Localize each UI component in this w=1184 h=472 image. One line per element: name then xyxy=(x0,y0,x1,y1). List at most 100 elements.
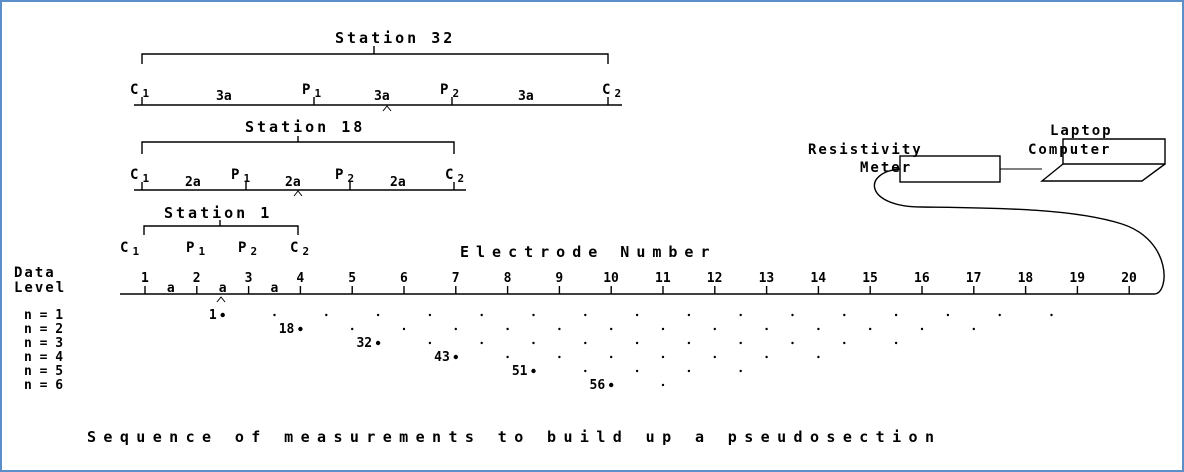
point-n4-6 xyxy=(713,355,716,359)
point-n2-6 xyxy=(558,327,561,331)
electrode-number-11: 11 xyxy=(655,271,671,286)
point-n1-17 xyxy=(1050,313,1053,317)
point-n2-8 xyxy=(661,327,665,331)
point-n2-3 xyxy=(402,327,406,331)
point-n1-2 xyxy=(273,313,276,317)
laptop-label-line1: Laptop xyxy=(1050,123,1113,139)
point-n2-1 xyxy=(298,326,303,332)
station-18-spacing-3: 2a xyxy=(390,175,406,190)
point-n1-1 xyxy=(220,312,225,318)
level-label-n1: n = 1 xyxy=(24,308,63,323)
point-n6-1 xyxy=(609,382,614,388)
resistivity-meter-box xyxy=(899,155,1001,183)
electrode-number-9: 9 xyxy=(555,271,563,286)
point-n1-10 xyxy=(687,313,691,317)
point-n4-7 xyxy=(765,355,768,359)
electrode-number-16: 16 xyxy=(914,271,930,286)
electrode-number-13: 13 xyxy=(759,271,775,286)
point-n3-5 xyxy=(584,341,587,345)
electrode-number-20: 20 xyxy=(1121,271,1137,286)
level-label-n4: n = 4 xyxy=(24,350,63,365)
station-32-spacing-1: 3a xyxy=(216,89,232,104)
point-n3-1 xyxy=(375,340,381,346)
spacing-a-2: a xyxy=(219,281,227,296)
electrode-number-2: 2 xyxy=(193,271,201,286)
point-n5-4 xyxy=(687,369,691,373)
point-n2-10 xyxy=(765,327,768,331)
point-n1-11 xyxy=(739,313,742,317)
station-32-spacing-3: 3a xyxy=(518,89,534,104)
spacing-a-1: a xyxy=(167,281,175,296)
station-18-title: Station 18 xyxy=(245,118,365,136)
point-n1-16 xyxy=(998,313,1001,317)
station-32-spacing-2: 3a xyxy=(374,89,390,104)
point-n6-2 xyxy=(661,383,665,387)
point-n2-13 xyxy=(920,327,924,331)
electrode-number-4: 4 xyxy=(296,271,304,286)
electrode-number-1: 1 xyxy=(141,271,149,286)
point-label-1: 1 xyxy=(209,308,217,323)
point-n3-7 xyxy=(687,341,691,345)
level-labels: n = 1n = 2n = 3n = 4n = 5n = 6 xyxy=(24,308,63,393)
point-label-18: 18 xyxy=(279,322,295,337)
point-n3-4 xyxy=(532,341,535,345)
point-n1-9 xyxy=(635,313,639,317)
point-n3-10 xyxy=(843,341,846,345)
level-label-n5: n = 5 xyxy=(24,364,63,379)
point-n1-13 xyxy=(843,313,846,317)
electrode-number-10: 10 xyxy=(603,271,619,286)
point-n4-2 xyxy=(506,355,509,359)
station-32-title: Station 32 xyxy=(335,29,455,47)
station-32-midpoint-caret xyxy=(382,105,392,112)
point-n4-4 xyxy=(610,355,613,359)
point-n5-5 xyxy=(739,369,742,373)
figure-caption: Sequence of measurements to build up a p… xyxy=(87,428,941,446)
point-n1-4 xyxy=(376,313,380,317)
point-n1-14 xyxy=(894,313,898,317)
point-n1-3 xyxy=(325,313,328,317)
data-level-label-line2: Level xyxy=(14,280,66,296)
station-18-bracket xyxy=(141,136,455,154)
point-n5-3 xyxy=(635,369,639,373)
point-n1-7 xyxy=(532,313,535,317)
station-18-spacing-2: 2a xyxy=(285,175,301,190)
point-n2-5 xyxy=(506,327,509,331)
electrode-number-7: 7 xyxy=(452,271,460,286)
point-n4-3 xyxy=(558,355,561,359)
point-n3-2 xyxy=(428,341,432,345)
laptop-label-line2: Computer xyxy=(1028,142,1111,158)
equipment-group: Resistivity Meter Laptop Computer xyxy=(808,123,1166,295)
electrode-number-title: Electrode Number xyxy=(460,243,717,261)
point-label-51: 51 xyxy=(512,364,528,379)
data-level-label-line1: Data xyxy=(14,265,56,281)
station-1-midpoint-caret xyxy=(216,296,226,303)
station-18-midpoint-caret xyxy=(293,190,303,197)
point-n4-8 xyxy=(817,355,820,359)
point-n3-6 xyxy=(635,341,639,345)
point-n1-5 xyxy=(428,313,432,317)
electrode-cable xyxy=(873,168,1165,295)
point-n3-11 xyxy=(894,341,898,345)
point-n4-1 xyxy=(453,354,458,360)
point-n2-7 xyxy=(610,327,613,331)
point-n2-4 xyxy=(454,327,457,331)
station-32-bracket xyxy=(141,46,609,64)
electrode-number-18: 18 xyxy=(1018,271,1034,286)
point-n5-1 xyxy=(531,368,536,374)
